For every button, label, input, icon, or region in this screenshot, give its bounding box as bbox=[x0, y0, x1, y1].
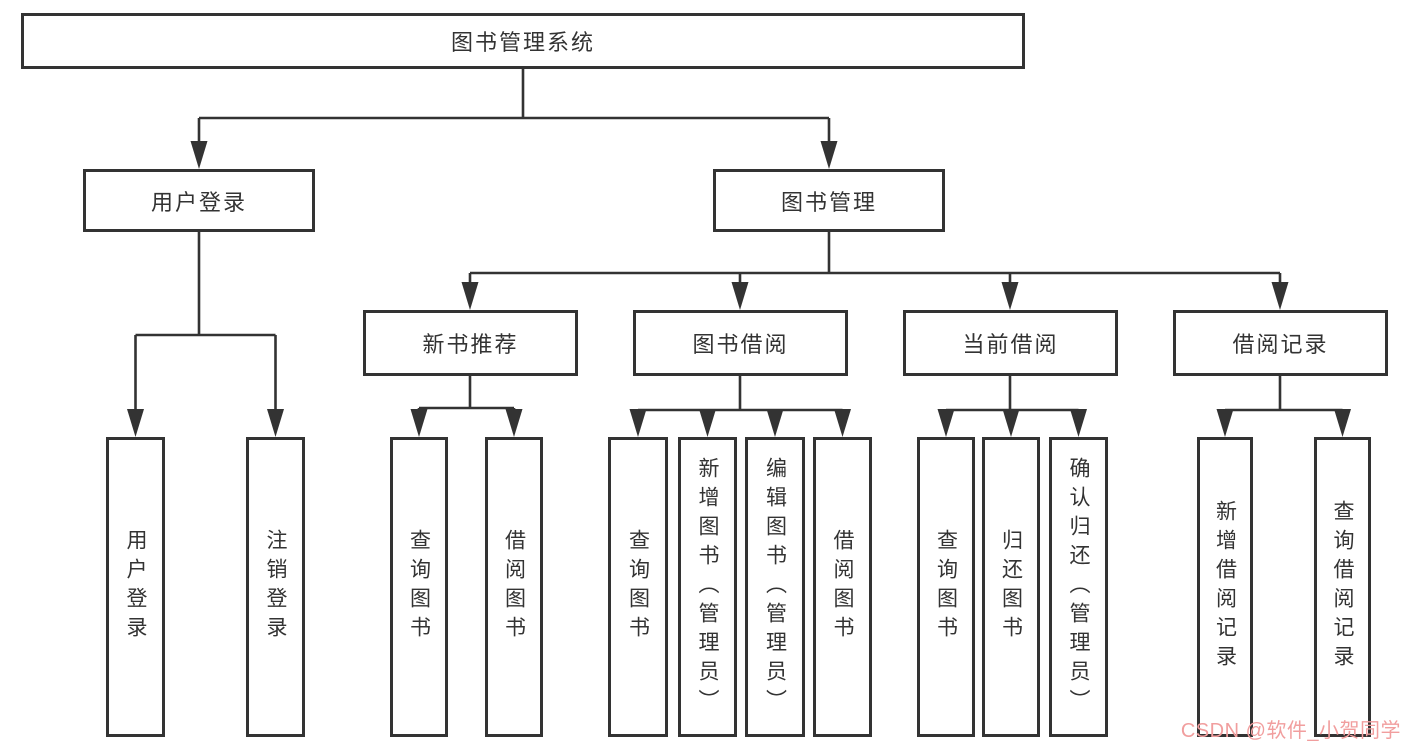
leaf-query-books-borrow-label: 查询图书 bbox=[626, 529, 650, 645]
leaf-return-books-label: 归还图书 bbox=[999, 529, 1023, 645]
leaf-borrow-books-recommend: 借阅图书 bbox=[485, 437, 543, 737]
leaf-add-borrow-record: 新增借阅记录 bbox=[1197, 437, 1253, 737]
leaf-query-books-recommend: 查询图书 bbox=[390, 437, 448, 737]
node-book-borrow: 图书借阅 bbox=[633, 310, 848, 376]
leaf-edit-books-admin: 编辑图书（管理员） bbox=[745, 437, 805, 737]
leaf-edit-books-admin-label: 编辑图书（管理员） bbox=[763, 456, 787, 718]
node-borrow-records: 借阅记录 bbox=[1173, 310, 1388, 376]
node-book-management: 图书管理 bbox=[713, 169, 945, 232]
leaf-user-login-label: 用户登录 bbox=[124, 529, 147, 645]
leaf-borrow-books: 借阅图书 bbox=[813, 437, 872, 737]
leaf-query-books-borrow: 查询图书 bbox=[608, 437, 668, 737]
node-current-borrow: 当前借阅 bbox=[903, 310, 1118, 376]
leaf-borrow-books-label: 借阅图书 bbox=[831, 529, 854, 645]
leaf-return-books: 归还图书 bbox=[982, 437, 1040, 737]
leaf-query-books-current-label: 查询图书 bbox=[934, 529, 958, 645]
leaf-user-login: 用户登录 bbox=[106, 437, 165, 737]
leaf-add-books-admin: 新增图书（管理员） bbox=[678, 437, 737, 737]
node-user-login: 用户登录 bbox=[83, 169, 315, 232]
node-new-book-recommend: 新书推荐 bbox=[363, 310, 578, 376]
leaf-query-borrow-record: 查询借阅记录 bbox=[1314, 437, 1371, 737]
node-root: 图书管理系统 bbox=[21, 13, 1025, 69]
leaf-logout-label: 注销登录 bbox=[264, 529, 287, 645]
leaf-confirm-return-admin: 确认归还（管理员） bbox=[1049, 437, 1108, 737]
leaf-confirm-return-admin-label: 确认归还（管理员） bbox=[1067, 456, 1090, 718]
leaf-query-borrow-record-label: 查询借阅记录 bbox=[1331, 500, 1354, 674]
leaf-query-books-recommend-label: 查询图书 bbox=[407, 529, 431, 645]
watermark: CSDN @软件_小贺同学 bbox=[1180, 720, 1401, 742]
leaf-query-books-current: 查询图书 bbox=[917, 437, 975, 737]
leaf-add-borrow-record-label: 新增借阅记录 bbox=[1213, 500, 1237, 674]
leaf-add-books-admin-label: 新增图书（管理员） bbox=[696, 456, 719, 718]
leaf-borrow-books-recommend-label: 借阅图书 bbox=[502, 529, 526, 645]
leaf-logout: 注销登录 bbox=[246, 437, 305, 737]
